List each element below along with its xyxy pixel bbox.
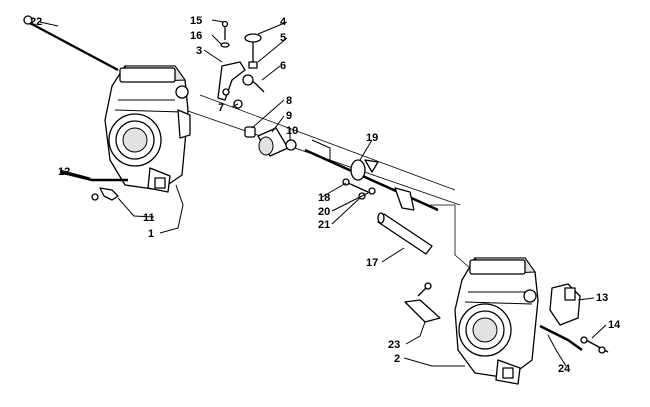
part-8-bushing [244, 126, 256, 138]
label-16: 16 [190, 30, 202, 42]
label-5: 5 [280, 32, 286, 44]
part-20-washer [368, 187, 376, 195]
part-4-adjuster-knob [244, 33, 262, 62]
label-20: 20 [318, 206, 330, 218]
part-23-fitting [404, 282, 441, 323]
label-12: 12 [58, 166, 70, 178]
label-6: 6 [280, 60, 286, 72]
label-4: 4 [280, 16, 287, 28]
assembly-center-lines [184, 94, 471, 269]
part-labels: 22 15 16 3 4 5 6 7 8 9 10 19 12 11 1 18 … [30, 15, 621, 375]
part-16-washer [220, 42, 230, 48]
label-13: 13 [596, 292, 608, 304]
part-10-seal [285, 139, 297, 151]
label-8: 8 [286, 95, 292, 107]
part-2-carburetor-right [454, 257, 539, 385]
label-17: 17 [366, 257, 378, 269]
leader-lines [39, 19, 607, 367]
label-19: 19 [366, 132, 378, 144]
part-17-tube [377, 212, 433, 255]
label-15: 15 [190, 15, 202, 27]
part-22-rod [23, 15, 119, 71]
label-9: 9 [286, 110, 292, 122]
part-9-spring [257, 127, 289, 157]
label-21: 21 [318, 219, 330, 231]
part-14-screw [580, 336, 609, 354]
label-1: 1 [148, 228, 154, 240]
part-19-throttle-shaft [304, 139, 439, 212]
label-14: 14 [608, 319, 621, 331]
label-3: 3 [196, 45, 202, 57]
part-3-bracket [217, 61, 246, 101]
part-13-bracket [549, 283, 581, 326]
part-12-cable [59, 170, 128, 182]
label-7: 7 [218, 102, 224, 114]
label-2: 2 [394, 353, 400, 365]
part-6-cable-end [242, 74, 265, 93]
part-11-clip [91, 187, 119, 201]
label-10: 10 [286, 125, 298, 137]
label-11: 11 [143, 212, 155, 224]
part-24-cable [539, 324, 583, 352]
part-15-screw [221, 20, 229, 40]
label-18: 18 [318, 192, 330, 204]
part-5-adjuster-nut [248, 61, 258, 69]
label-23: 23 [388, 339, 400, 351]
label-24: 24 [558, 363, 571, 375]
part-18-screw [342, 178, 369, 193]
label-22: 22 [30, 16, 42, 28]
part-1-carburetor-left [104, 65, 191, 193]
